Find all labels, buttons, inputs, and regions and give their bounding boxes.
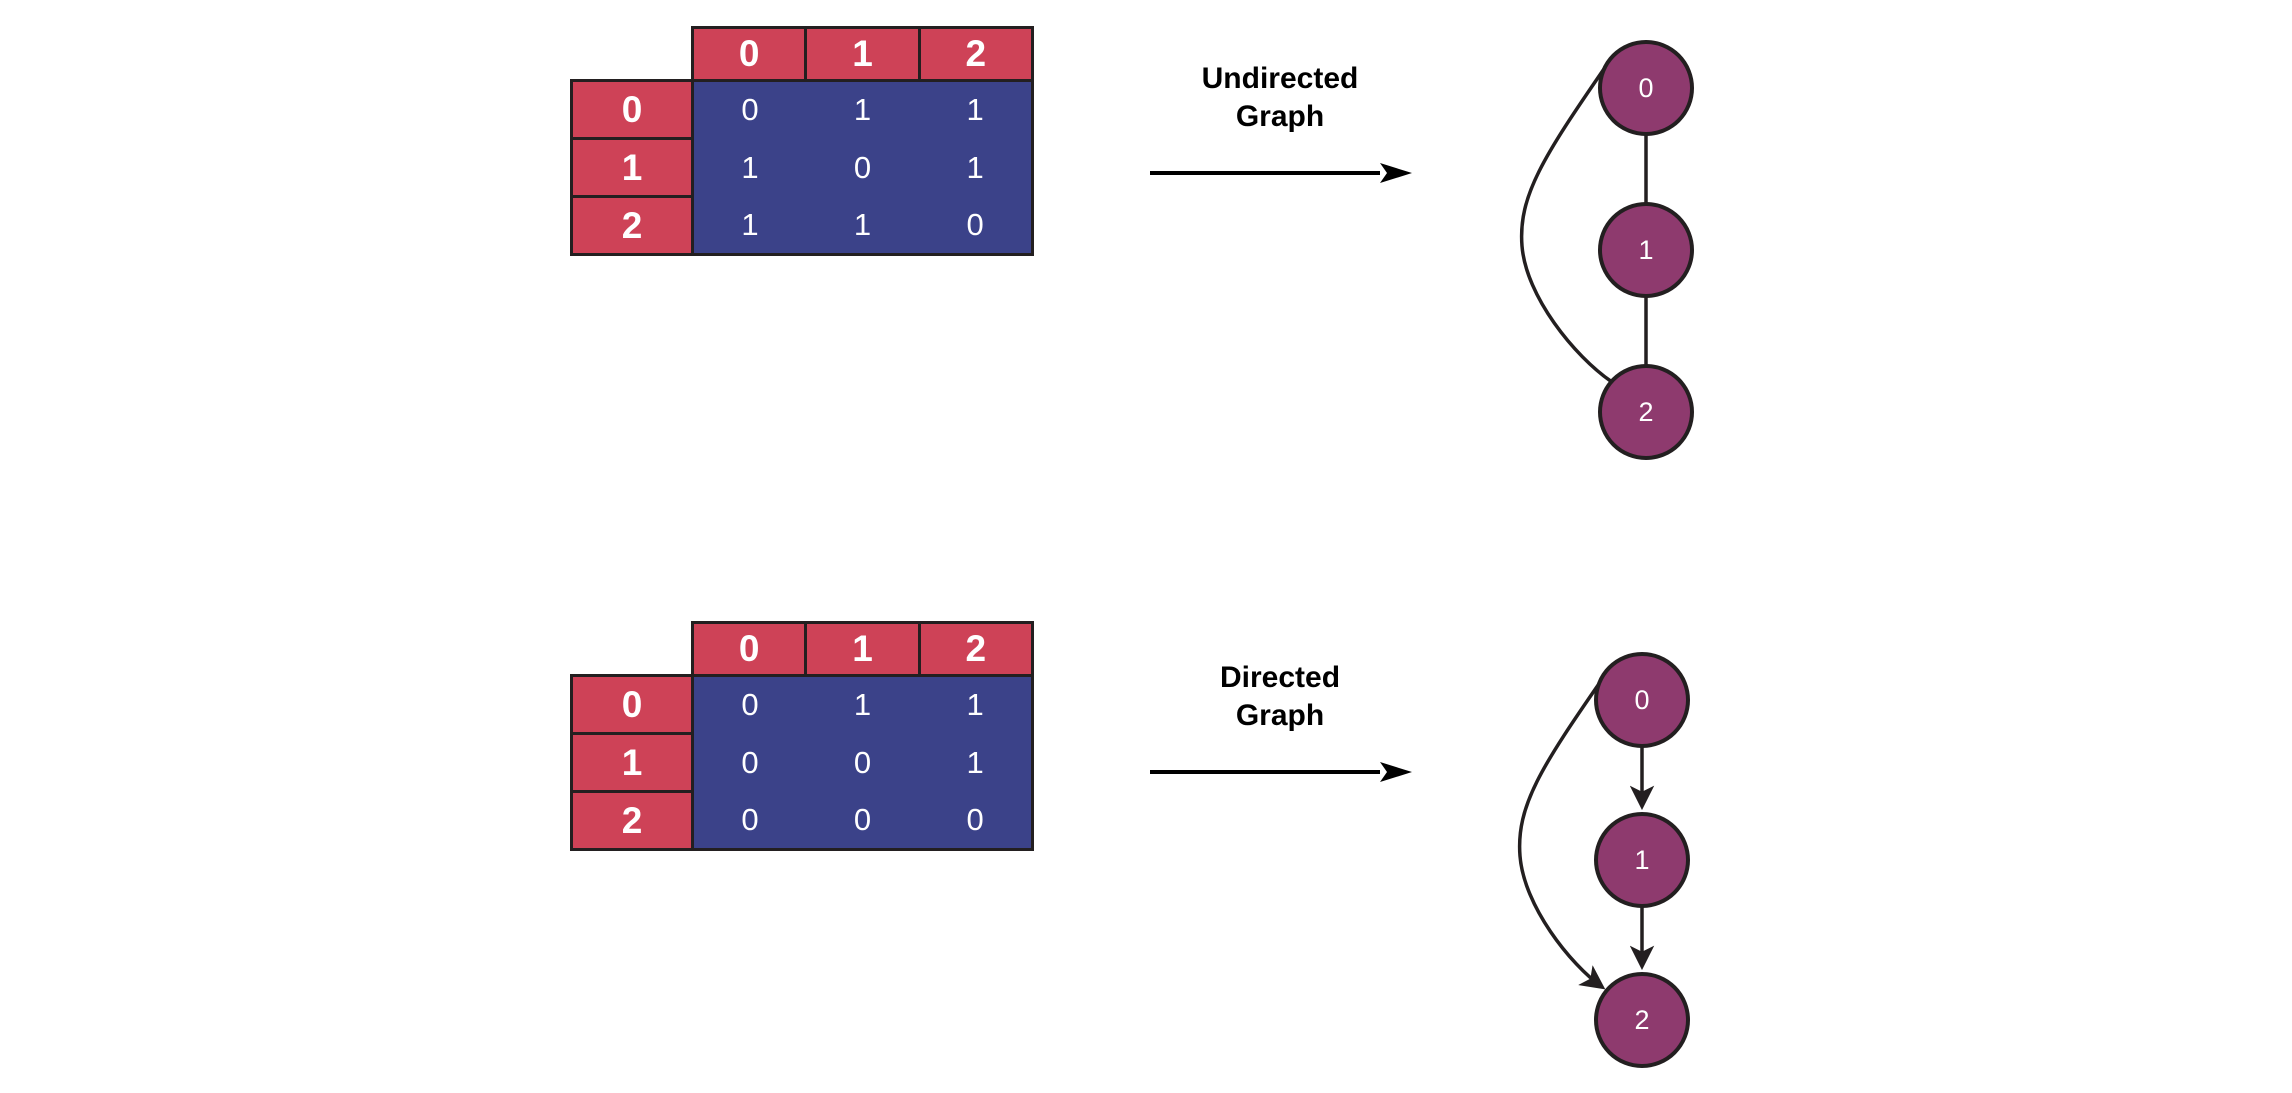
transition-label: Undirected Graph bbox=[1201, 62, 1359, 133]
matrix-corner-cell bbox=[572, 28, 693, 81]
matrix-header-row: 0 1 2 bbox=[572, 26, 1035, 82]
graph-node-2-label: 2 bbox=[1638, 397, 1653, 427]
row-header-1: 1 bbox=[569, 137, 695, 198]
row-header-2: 2 bbox=[569, 790, 695, 851]
matrix-cell-1-1: 0 bbox=[805, 138, 920, 197]
matrix-cell-1-0: 1 bbox=[691, 138, 806, 197]
row-header-0: 0 bbox=[569, 674, 695, 735]
graph-node-0-label: 0 bbox=[1634, 685, 1649, 715]
graph-node-1-label: 1 bbox=[1638, 235, 1653, 265]
matrix-cell-2-0: 1 bbox=[691, 196, 806, 256]
matrix-row: 0 0 1 1 bbox=[569, 674, 1035, 735]
matrix-corner-cell bbox=[572, 623, 693, 676]
matrix-header-row: 0 1 2 bbox=[572, 621, 1035, 677]
matrix-cell-2-2: 0 bbox=[919, 196, 1035, 256]
edge-0-to-2 bbox=[1517, 677, 1606, 990]
adjacency-matrix-directed: 0 1 2 0 0 1 1 1 0 0 1 2 0 0 0 bbox=[569, 621, 1035, 971]
matrix-cell-1-1: 0 bbox=[805, 733, 920, 792]
matrix-table: 0 1 2 0 0 1 1 1 0 0 1 2 0 0 0 bbox=[569, 621, 1035, 851]
graph-node-2[interactable] bbox=[1598, 364, 1694, 460]
graph-node-1[interactable] bbox=[1598, 202, 1694, 298]
matrix-cell-0-0: 0 bbox=[691, 674, 806, 734]
matrix-cell-2-1: 0 bbox=[805, 791, 920, 851]
graph-directed: 0 1 2 bbox=[1470, 544, 1870, 1088]
matrix-cell-2-0: 0 bbox=[691, 791, 806, 851]
matrix-table: 0 1 2 0 0 1 1 1 1 0 1 2 1 1 0 bbox=[569, 26, 1035, 256]
matrix-cell-0-2: 1 bbox=[919, 79, 1035, 139]
arrow-right-icon bbox=[1150, 163, 1412, 183]
transition-label: Directed Graph bbox=[1219, 661, 1341, 732]
matrix-cell-1-2: 1 bbox=[919, 138, 1035, 197]
transition-undirected: Undirected Graph bbox=[1140, 60, 1420, 198]
graph-node-1[interactable] bbox=[1594, 812, 1690, 908]
column-header-2: 2 bbox=[917, 26, 1035, 82]
graph-node-0-label: 0 bbox=[1638, 73, 1653, 103]
directed-panel: 0 1 2 0 0 1 1 1 0 0 1 2 0 0 0 bbox=[0, 544, 2292, 1088]
matrix-cell-0-1: 1 bbox=[805, 79, 920, 139]
matrix-row: 1 1 0 1 bbox=[569, 137, 1035, 198]
column-header-0: 0 bbox=[691, 621, 808, 677]
graph-node-1-label: 1 bbox=[1634, 845, 1649, 875]
column-header-0: 0 bbox=[691, 26, 808, 82]
column-header-2: 2 bbox=[917, 621, 1035, 677]
matrix-cell-2-2: 0 bbox=[919, 791, 1035, 851]
graph-node-0[interactable] bbox=[1598, 40, 1694, 136]
edge-0-2 bbox=[1519, 65, 1613, 384]
column-header-1: 1 bbox=[804, 26, 921, 82]
matrix-row: 2 1 1 0 bbox=[569, 195, 1035, 256]
graph-node-0[interactable] bbox=[1594, 652, 1690, 748]
column-header-1: 1 bbox=[804, 621, 921, 677]
graph-node-2-label: 2 bbox=[1634, 1005, 1649, 1035]
graph-node-2[interactable] bbox=[1594, 972, 1690, 1068]
matrix-cell-1-2: 1 bbox=[919, 733, 1035, 792]
matrix-cell-1-0: 0 bbox=[691, 733, 806, 792]
matrix-cell-0-0: 0 bbox=[691, 79, 806, 139]
matrix-row: 0 0 1 1 bbox=[569, 79, 1035, 140]
matrix-row: 2 0 0 0 bbox=[569, 790, 1035, 851]
row-header-0: 0 bbox=[569, 79, 695, 140]
matrix-cell-0-1: 1 bbox=[805, 674, 920, 734]
matrix-row: 1 0 0 1 bbox=[569, 732, 1035, 793]
transition-directed: Directed Graph bbox=[1140, 659, 1420, 797]
arrow-right-icon bbox=[1150, 762, 1412, 782]
matrix-cell-0-2: 1 bbox=[919, 674, 1035, 734]
row-header-2: 2 bbox=[569, 195, 695, 256]
undirected-panel: 0 1 2 0 0 1 1 1 1 0 1 2 1 1 0 bbox=[0, 0, 2292, 544]
graph-undirected: 0 1 2 bbox=[1470, 0, 1870, 544]
matrix-cell-2-1: 1 bbox=[805, 196, 920, 256]
row-header-1: 1 bbox=[569, 732, 695, 793]
adjacency-matrix-undirected: 0 1 2 0 0 1 1 1 1 0 1 2 1 1 0 bbox=[569, 26, 1035, 376]
